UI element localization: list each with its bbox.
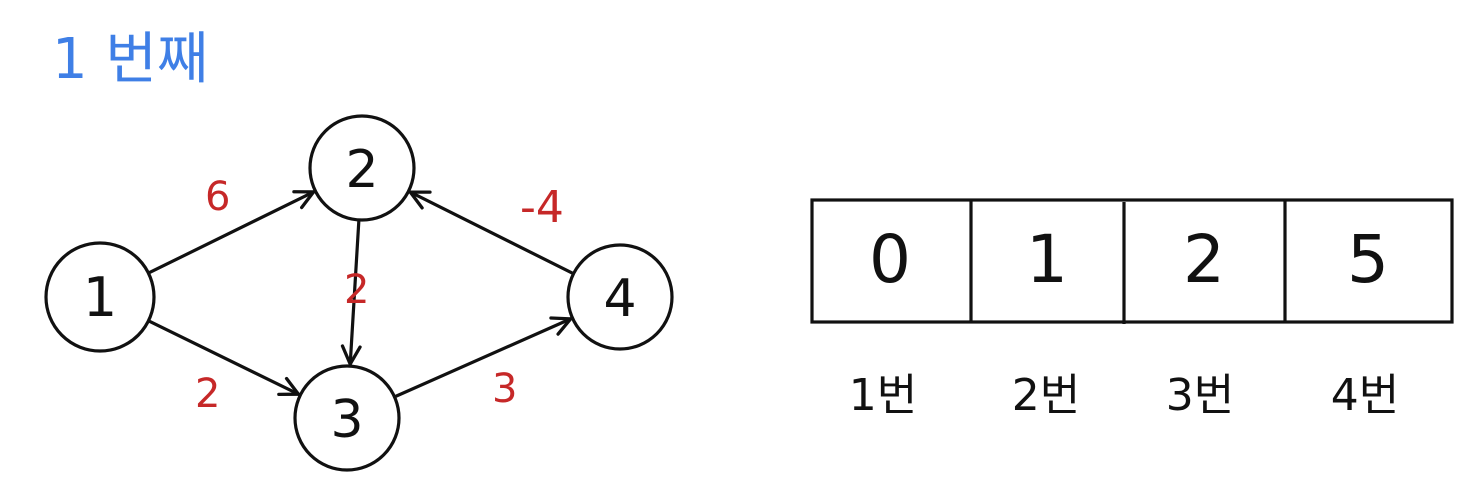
edge-1-3 xyxy=(146,319,301,397)
graph-nodes: 1 2 3 4 xyxy=(44,114,674,472)
edge-1-2 xyxy=(146,190,316,275)
page-title: 1 번째 xyxy=(52,27,208,92)
distance-cell-2: 1 xyxy=(1026,221,1068,298)
distance-cell-4: 5 xyxy=(1347,221,1389,298)
edge-weight-2-3: 2 xyxy=(344,267,369,313)
edge-2-3 xyxy=(340,218,362,366)
node-3-label: 3 xyxy=(330,390,363,450)
node-3-circle xyxy=(293,364,401,472)
distance-table: 0 1 2 5 1번 2번 3번 4번 xyxy=(810,198,1454,421)
node-2-label: 2 xyxy=(345,140,378,200)
distance-label-2: 2번 xyxy=(1012,370,1080,421)
edge-4-2 xyxy=(408,190,576,276)
node-1: 1 xyxy=(44,241,156,353)
node-1-label: 1 xyxy=(83,266,117,329)
graph-edges xyxy=(146,190,576,399)
node-3: 3 xyxy=(293,364,401,472)
edge-3-4 xyxy=(392,316,573,399)
node-4-circle xyxy=(566,243,674,351)
node-2: 2 xyxy=(308,114,416,222)
distance-cell-3: 2 xyxy=(1183,221,1225,298)
distance-label-4: 4번 xyxy=(1331,370,1399,421)
distance-label-1: 1번 xyxy=(849,370,917,421)
node-4-label: 4 xyxy=(603,269,636,329)
node-2-circle xyxy=(308,114,416,222)
distance-cell-1: 0 xyxy=(869,221,911,298)
edge-weight-4-2: -4 xyxy=(520,182,564,233)
distance-table-border xyxy=(810,198,1454,324)
edge-weight-3-4: 3 xyxy=(492,366,517,412)
distance-label-3: 3번 xyxy=(1166,370,1234,421)
edge-weight-1-3: 2 xyxy=(195,371,220,417)
node-4: 4 xyxy=(566,243,674,351)
edge-weight-1-2: 6 xyxy=(205,174,230,220)
edge-weights: 6 2 2 3 -4 xyxy=(195,174,564,417)
node-1-circle xyxy=(44,241,156,353)
